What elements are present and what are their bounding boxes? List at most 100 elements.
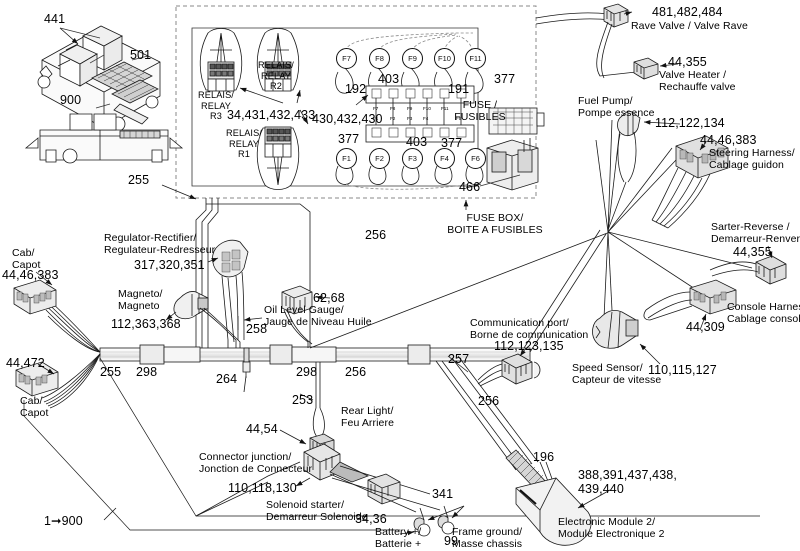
callout-connector-junction-numbers: 110,118,130 bbox=[228, 481, 297, 495]
callout-377-midleft: 377 bbox=[338, 132, 360, 146]
label-fuel-pump: Fuel Pump/Pompe essence bbox=[578, 95, 655, 119]
callout-377-right: 377 bbox=[441, 136, 463, 150]
callout-electronic-module-2-numbers: 388,391,437,438,439,440 bbox=[578, 468, 677, 496]
terminal-frame-ground bbox=[437, 505, 455, 535]
callout-battery-plus-numbers: 99 bbox=[444, 534, 459, 548]
fuse-box-boundary bbox=[175, 5, 537, 199]
callout-191: 191 bbox=[448, 82, 470, 96]
branch-rave-valve bbox=[535, 3, 637, 79]
callout-frame-ground-numbers: 341 bbox=[432, 487, 454, 501]
label-steering-harness: Steering Harness/Cablage guidon bbox=[709, 147, 795, 171]
callout-valve-heater-numbers: 44,355 bbox=[668, 55, 707, 69]
electronic-module-2-body bbox=[515, 477, 592, 546]
block-label-f4: F4 bbox=[423, 116, 429, 121]
module-900-front bbox=[24, 113, 184, 164]
harness-hub bbox=[595, 119, 753, 319]
label-valve-heater: Valve Heater /Rechauffe valve bbox=[659, 69, 736, 93]
fuse-f6: F6 bbox=[465, 148, 486, 169]
label-console-harness: Console Harness/Cablage console bbox=[727, 301, 800, 325]
callout-cab-capot-bottom-numbers: 44,472 bbox=[6, 356, 45, 370]
label-solenoid-starter: Solenoid starter/Demarreur Solenoide bbox=[266, 499, 368, 523]
callout-377-topright: 377 bbox=[494, 72, 516, 86]
callout-starter-reverse-numbers: 44,355 bbox=[733, 245, 772, 259]
label-magneto: Magneto/Magneto bbox=[118, 288, 163, 312]
connector-466 bbox=[479, 107, 545, 191]
callout-900: 900 bbox=[60, 93, 82, 107]
label-connector-junction: Connector junction/Jonction de Connecteu… bbox=[199, 451, 313, 475]
label-communication-port: Communication port/Borne de communicatio… bbox=[470, 317, 589, 341]
connector-console-harness bbox=[643, 279, 737, 321]
fuse-legend: FUSE /FUSIBLES bbox=[454, 99, 506, 124]
fuse-f9: F9 bbox=[402, 48, 423, 69]
block-label-f9: F9 bbox=[407, 106, 413, 111]
callout-regulator-rectifier-numbers: 317,320,351 bbox=[134, 258, 205, 272]
relay-r2-body bbox=[256, 28, 300, 92]
block-label-f5: F5 bbox=[456, 116, 462, 121]
connector-regulator-rectifier bbox=[212, 239, 249, 348]
fuse-block bbox=[365, 85, 475, 143]
callout-196: 196 bbox=[533, 450, 555, 464]
connector-oil-level-gauge bbox=[281, 285, 313, 348]
label-rave-valve: Rave Valve / Valve Rave bbox=[631, 20, 748, 32]
connector-rave-valve bbox=[603, 3, 629, 28]
connector-466-body bbox=[486, 138, 539, 191]
label-speed-sensor: Speed Sensor/Capteur de vitesse bbox=[572, 362, 662, 386]
callout-fuel-pump-numbers: 112,122,134 bbox=[655, 116, 725, 130]
block-label-f8: F8 bbox=[390, 106, 396, 111]
callout-console-harness-numbers: 44,309 bbox=[686, 320, 725, 334]
callout-speed-sensor-numbers: 110,115,127 bbox=[648, 363, 717, 377]
callout-253: 253 bbox=[292, 393, 314, 407]
terminal-battery-plus bbox=[413, 507, 431, 537]
block-label-f7: F7 bbox=[373, 106, 379, 111]
block-label-f10: F10 bbox=[423, 106, 431, 111]
block-label-f2: F2 bbox=[390, 116, 396, 121]
fuse-array-501 bbox=[91, 61, 159, 104]
callout-298-a: 298 bbox=[136, 365, 158, 379]
connector-solenoid-starter bbox=[367, 473, 401, 505]
callout-258: 258 bbox=[246, 322, 268, 336]
label-battery-plus: Battery +/Batterie + bbox=[375, 526, 422, 550]
callout-192: 192 bbox=[345, 82, 367, 96]
label-cab-capot-top: Cab/Capot bbox=[12, 247, 41, 271]
callout-255-main: 255 bbox=[100, 365, 122, 379]
fuse-f11: F11 bbox=[465, 48, 486, 69]
fuse-f10: F10 bbox=[434, 48, 455, 69]
label-rear-light: Rear Light/Feu Arriere bbox=[341, 405, 395, 429]
relay-part-numbers: 34,431,432,433 bbox=[227, 108, 316, 122]
callout-441: 441 bbox=[44, 12, 66, 26]
block-label-f1: F1 bbox=[373, 116, 379, 121]
label-frame-ground: Frame ground/Masse chassis bbox=[452, 526, 523, 550]
fuse-f4: F4 bbox=[434, 148, 455, 169]
callout-264: 264 bbox=[216, 372, 238, 386]
callout-magneto-numbers: 112,363,368 bbox=[111, 317, 181, 331]
callout-solenoid-starter-numbers: 34,36 bbox=[355, 512, 387, 526]
branch-connector-junction bbox=[195, 443, 431, 517]
sheet-reference: 1➞900 bbox=[44, 514, 83, 528]
callout-256-b: 256 bbox=[365, 228, 387, 242]
fuse-f7: F7 bbox=[336, 48, 357, 69]
fuse-block-part-numbers: 430,432,430 bbox=[312, 112, 383, 126]
block-label-f3: F3 bbox=[407, 116, 413, 121]
module-900-iso bbox=[37, 25, 161, 132]
callout-257: 257 bbox=[448, 352, 470, 366]
connector-fuel-pump bbox=[607, 110, 641, 231]
label-electronic-module-2: Electronic Module 2/Module Electronique … bbox=[558, 516, 665, 540]
clamp-264 bbox=[242, 347, 251, 378]
callout-403-top: 403 bbox=[378, 72, 400, 86]
connector-communication-port bbox=[477, 353, 541, 387]
connector-steering-harness bbox=[651, 135, 729, 229]
relay-r3-body bbox=[199, 28, 243, 92]
branch-electronic-module bbox=[435, 355, 539, 471]
fuse-f2: F2 bbox=[369, 148, 390, 169]
callout-298-b: 298 bbox=[296, 365, 318, 379]
connector-junction-body bbox=[303, 443, 369, 483]
connector-cab-capot-top bbox=[13, 279, 57, 315]
callout-cab-capot-top-numbers: 44,46,383 bbox=[2, 268, 59, 282]
callout-rear-light-numbers: 44,54 bbox=[246, 422, 278, 436]
label-regulator-rectifier: Regulator-Rectifier/Regulateur-Redresseu… bbox=[104, 232, 216, 256]
